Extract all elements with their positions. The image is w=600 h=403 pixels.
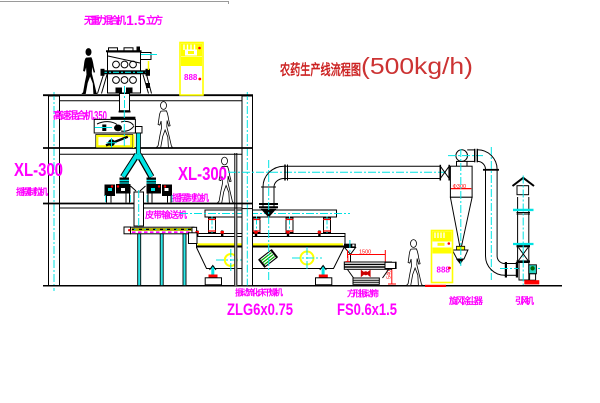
svg-text:888: 888	[437, 266, 451, 275]
svg-text:ZLG6x0.75: ZLG6x0.75	[227, 300, 293, 319]
svg-text:(500kg/h): (500kg/h)	[361, 53, 473, 79]
svg-text:农药生产线流程图: 农药生产线流程图	[279, 61, 361, 79]
svg-text:立方: 立方	[146, 14, 163, 27]
svg-text:方形振动筛: 方形振动筛	[347, 289, 379, 299]
svg-text:1.5: 1.5	[126, 12, 146, 28]
svg-text:1500: 1500	[359, 250, 371, 256]
svg-text:XL-300: XL-300	[178, 163, 227, 184]
svg-text:无重力混合机: 无重力混合机	[83, 14, 126, 27]
svg-text:皮带输送机: 皮带输送机	[144, 209, 187, 220]
svg-text:540: 540	[387, 270, 393, 279]
svg-text:摇摆制粒机: 摇摆制粒机	[172, 192, 209, 203]
svg-text:FS0.6x1.5: FS0.6x1.5	[337, 300, 397, 319]
svg-text:Φ300: Φ300	[453, 184, 467, 190]
svg-text:振动流化床干燥机: 振动流化床干燥机	[235, 288, 283, 298]
svg-text:888: 888	[184, 73, 198, 82]
svg-text:XL-300: XL-300	[14, 159, 63, 180]
svg-text:摇摆制粒机: 摇摆制粒机	[16, 186, 48, 197]
svg-text:旋风除尘器: 旋风除尘器	[448, 295, 484, 306]
svg-text:高速混合机: 高速混合机	[53, 109, 94, 122]
svg-text:引风机: 引风机	[515, 295, 534, 306]
